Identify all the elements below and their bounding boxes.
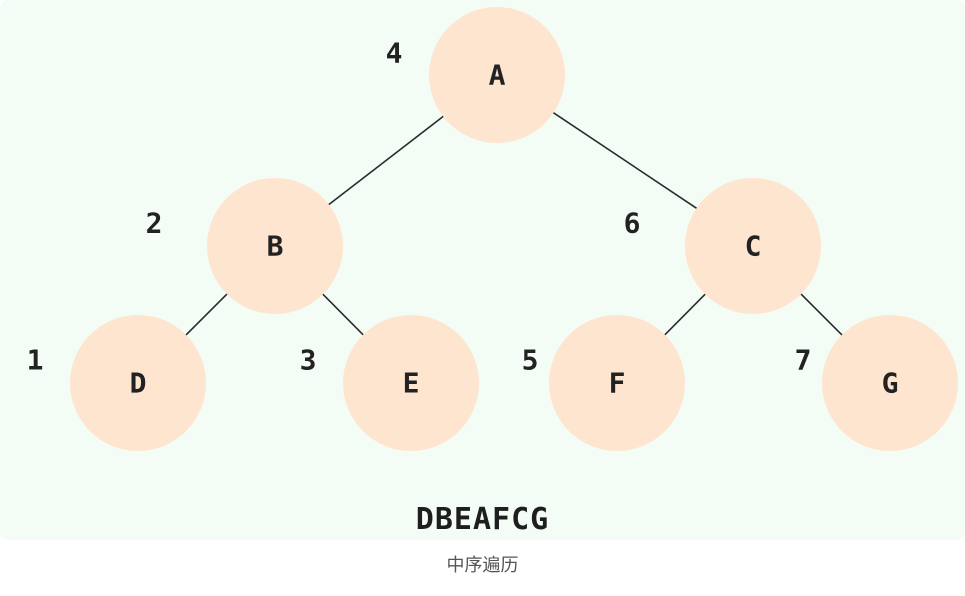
order-number-e: 3 bbox=[300, 344, 317, 377]
edge-a-b bbox=[326, 114, 446, 207]
tree-nodes: A B C D E F G bbox=[70, 7, 958, 451]
order-number-c: 6 bbox=[624, 207, 641, 240]
tree-node-g: G bbox=[822, 315, 958, 451]
order-number-a: 4 bbox=[386, 37, 403, 70]
node-circle bbox=[822, 315, 958, 451]
tree-node-d: D bbox=[70, 315, 206, 451]
tree-edges bbox=[184, 110, 844, 337]
order-number-g: 7 bbox=[795, 344, 812, 377]
node-circle bbox=[70, 315, 206, 451]
node-label: B bbox=[267, 230, 284, 263]
node-label: D bbox=[130, 367, 147, 400]
order-number-d: 1 bbox=[27, 344, 44, 377]
traversal-sequence: DBEAFCG bbox=[415, 502, 550, 537]
order-number-f: 5 bbox=[522, 344, 539, 377]
traversal-order-numbers: 4 2 6 1 3 5 7 bbox=[27, 37, 812, 377]
node-label: G bbox=[882, 367, 899, 400]
tree-node-b: B bbox=[207, 178, 343, 314]
node-label: A bbox=[489, 59, 506, 92]
tree-node-c: C bbox=[685, 178, 821, 314]
binary-tree-diagram: A B C D E F G 4 2 6 1 3 5 7 bbox=[27, 7, 958, 451]
tree-node-a: A bbox=[429, 7, 565, 143]
node-circle bbox=[429, 7, 565, 143]
edge-b-e bbox=[320, 292, 366, 337]
edge-c-f bbox=[662, 292, 708, 337]
edge-c-g bbox=[799, 292, 844, 337]
node-label: F bbox=[609, 367, 626, 400]
node-label: E bbox=[403, 367, 420, 400]
tree-node-f: F bbox=[549, 315, 685, 451]
order-number-b: 2 bbox=[146, 207, 163, 240]
node-circle bbox=[343, 315, 479, 451]
node-circle bbox=[207, 178, 343, 314]
diagram-panel: A B C D E F G 4 2 6 1 3 5 7 DBEAFCG bbox=[0, 0, 965, 540]
tree-node-e: E bbox=[343, 315, 479, 451]
edge-b-d bbox=[184, 292, 229, 337]
edge-a-c bbox=[551, 110, 699, 211]
node-label: C bbox=[745, 230, 762, 263]
node-circle bbox=[549, 315, 685, 451]
figure-caption: 中序遍历 bbox=[446, 555, 519, 576]
node-circle bbox=[685, 178, 821, 314]
